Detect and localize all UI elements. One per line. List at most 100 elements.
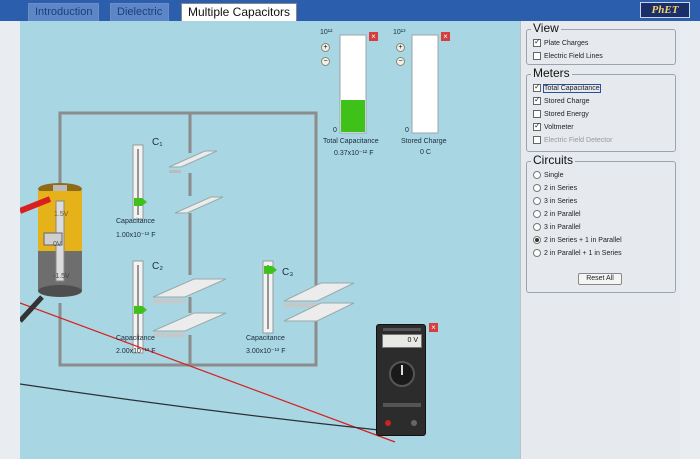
electric-field-detector-checkbox[interactable] xyxy=(533,136,541,144)
c2-capacitance-slider[interactable] xyxy=(132,260,147,354)
stored-energy-option-label: Stored Energy xyxy=(544,110,589,118)
battery[interactable] xyxy=(38,183,82,297)
circuit-3-in-parallel[interactable]: 3 in Parallel xyxy=(533,223,581,231)
c1-capacitance-value: 1.00x10⁻¹³ F xyxy=(116,232,156,239)
electric-field-lines-checkbox[interactable] xyxy=(533,52,541,60)
c2-top-plate-edge xyxy=(153,299,185,303)
three-in-series-radio[interactable] xyxy=(533,197,541,205)
battery-bottom xyxy=(38,285,82,297)
control-panel: View Plate Charges Electric Field Lines … xyxy=(520,21,680,459)
battery-top-label: 1.5V xyxy=(54,211,69,218)
circuit-single[interactable]: Single xyxy=(533,171,563,179)
meters-group: Meters Total Capacitance Stored Charge S… xyxy=(526,66,676,152)
phet-logo[interactable]: PhET xyxy=(640,2,690,18)
c2-top-plate[interactable] xyxy=(152,278,227,298)
voltmeter-header xyxy=(383,328,421,331)
battery-terminal xyxy=(53,185,67,192)
c2-capacitance-value: 2.00x10⁻¹³ F xyxy=(116,348,156,355)
c3-slider-knob[interactable] xyxy=(264,265,277,274)
voltmeter-leads xyxy=(20,196,396,443)
zoom-in-capacitance-icon[interactable]: + xyxy=(321,43,330,52)
two-in-series-radio[interactable] xyxy=(533,184,541,192)
c3-capacitance-label: Capacitance xyxy=(246,335,285,342)
meter-total-capacitance[interactable]: Total Capacitance xyxy=(533,82,601,93)
three-in-parallel-radio[interactable] xyxy=(533,223,541,231)
voltmeter-checkbox[interactable] xyxy=(533,121,541,131)
total-capacitance-checkbox[interactable] xyxy=(533,82,541,92)
two-in-parallel-radio[interactable] xyxy=(533,210,541,218)
total-capacitance-fill xyxy=(341,100,365,132)
voltmeter-port-strip xyxy=(383,403,421,407)
capacitance-scale-label: 10¹² xyxy=(320,29,333,36)
two-in-series-label: 2 in Series xyxy=(544,184,578,192)
close-charge-meter-icon[interactable]: × xyxy=(441,32,450,41)
plate-charges-checkbox[interactable] xyxy=(533,37,541,47)
stored-energy-checkbox[interactable] xyxy=(533,110,541,118)
total-capacitance-option-label: Total Capacitance xyxy=(543,83,601,93)
zoom-out-charge-icon[interactable]: − xyxy=(396,57,405,66)
play-area: × × + − + − 10¹² 10¹³ 0 0 Total Capacita… xyxy=(20,21,520,459)
meter-voltmeter[interactable]: Voltmeter xyxy=(533,121,574,131)
two-series-one-parallel-radio[interactable] xyxy=(533,236,541,244)
battery-mid-label: 0V xyxy=(53,241,62,248)
red-probe[interactable] xyxy=(20,196,52,214)
view-plate-charges[interactable]: Plate Charges xyxy=(533,37,589,47)
black-probe[interactable] xyxy=(20,295,44,323)
single-radio[interactable] xyxy=(533,171,541,179)
c1-slider-knob[interactable] xyxy=(134,198,147,206)
meter-stored-energy[interactable]: Stored Energy xyxy=(533,110,589,118)
c1-bottom-plate[interactable] xyxy=(174,196,224,214)
voltmeter-black-port xyxy=(411,420,417,426)
c2-bottom-plate[interactable] xyxy=(152,312,227,332)
stored-charge-label: Stored Charge xyxy=(401,138,447,145)
meter-stored-charge[interactable]: Stored Charge xyxy=(533,95,590,105)
circuit-2-series-1-parallel[interactable]: 2 in Series + 1 in Parallel xyxy=(533,236,622,244)
stored-charge-option-label: Stored Charge xyxy=(544,97,590,105)
tab-introduction[interactable]: Introduction xyxy=(28,3,100,21)
c2-slider-knob[interactable] xyxy=(134,305,147,314)
capacitor-c1[interactable] xyxy=(168,150,224,214)
stored-charge-value: 0 C xyxy=(420,149,431,156)
voltmeter-dial-icon[interactable] xyxy=(389,361,415,387)
c3-bottom-plate[interactable] xyxy=(283,302,355,322)
close-capacitance-meter-icon[interactable]: × xyxy=(369,32,378,41)
circuit-2-in-series[interactable]: 2 in Series xyxy=(533,184,577,192)
view-group: View Plate Charges Electric Field Lines xyxy=(526,21,676,65)
meter-electric-field-detector[interactable]: Electric Field Detector xyxy=(533,136,612,144)
electric-field-detector-option-label: Electric Field Detector xyxy=(544,136,613,144)
single-label: Single xyxy=(544,171,564,179)
two-parallel-one-series-radio[interactable] xyxy=(533,249,541,257)
c3-top-plate-edge xyxy=(284,303,317,307)
zoom-in-charge-icon[interactable]: + xyxy=(396,43,405,52)
capacitor-c3[interactable] xyxy=(283,282,355,322)
voltmeter-display: 0 V xyxy=(382,334,422,348)
circuit-2-in-parallel[interactable]: 2 in Parallel xyxy=(533,210,581,218)
capacitor-c2[interactable] xyxy=(152,278,227,337)
circuit-2-parallel-1-series[interactable]: 2 in Parallel + 1 in Series xyxy=(533,249,622,257)
c3-top-plate[interactable] xyxy=(283,282,355,302)
c3-name: C₃ xyxy=(282,267,294,278)
tab-multiple-capacitors[interactable]: Multiple Capacitors xyxy=(181,3,298,21)
voltmeter[interactable]: 0 V xyxy=(376,324,426,436)
c3-capacitance-slider[interactable] xyxy=(262,260,277,334)
battery-bottom-label: -1.5V xyxy=(53,273,70,280)
c2-bottom-plate-edge xyxy=(153,333,185,337)
total-capacitance-meter xyxy=(339,34,367,134)
zoom-out-capacitance-icon[interactable]: − xyxy=(321,57,330,66)
tab-dielectric[interactable]: Dielectric xyxy=(110,3,170,21)
c1-capacitance-slider[interactable] xyxy=(132,144,147,220)
voltmeter-option-label: Voltmeter xyxy=(544,123,574,131)
stored-charge-checkbox[interactable] xyxy=(533,95,541,105)
battery-voltage-slider-knob[interactable] xyxy=(43,232,63,246)
view-electric-field-lines[interactable]: Electric Field Lines xyxy=(533,52,603,60)
stored-charge-bar xyxy=(411,34,439,134)
c1-top-plate[interactable] xyxy=(168,150,218,168)
c2-name: C₂ xyxy=(152,261,164,272)
plate-charges-label: Plate Charges xyxy=(544,39,589,47)
meters-title: Meters xyxy=(531,66,572,80)
circuit-3-in-series[interactable]: 3 in Series xyxy=(533,197,577,205)
close-voltmeter-icon[interactable]: × xyxy=(429,323,438,332)
c2-capacitance-label: Capacitance xyxy=(116,335,155,342)
reset-all-button[interactable]: Reset All xyxy=(578,273,622,285)
two-in-parallel-label: 2 in Parallel xyxy=(544,210,581,218)
